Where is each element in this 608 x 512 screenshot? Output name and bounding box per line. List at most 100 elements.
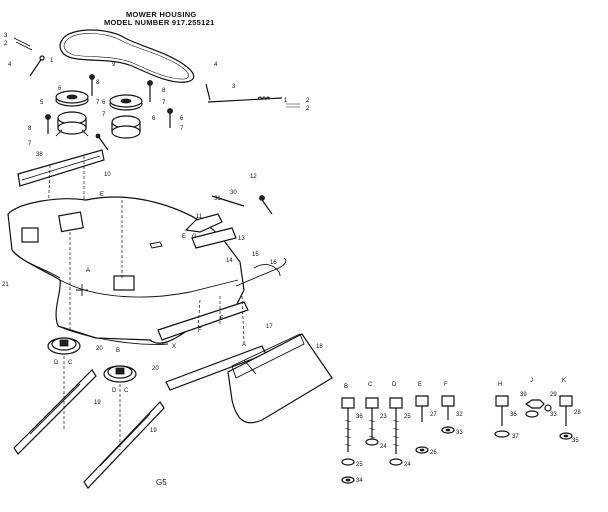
svg-text:A: A (242, 342, 246, 348)
mower-deck: 21 A (2, 196, 245, 345)
svg-text:33: 33 (550, 412, 557, 418)
svg-text:6: 6 (102, 100, 106, 106)
svg-text:32: 32 (456, 412, 463, 418)
svg-text:36: 36 (510, 412, 517, 418)
svg-text:20: 20 (96, 346, 103, 352)
svg-text:28: 28 (574, 410, 581, 416)
svg-text:25: 25 (356, 462, 363, 468)
right-spindle-assembly: 6 7 6 (102, 94, 156, 139)
svg-text:3: 3 (232, 84, 236, 90)
svg-text:F: F (198, 328, 202, 334)
svg-text:7: 7 (102, 112, 106, 118)
svg-text:11: 11 (196, 214, 203, 220)
blade-adapters: 20 20 D C D C B X (47, 337, 176, 394)
svg-text:2: 2 (4, 41, 8, 47)
bolt-d (389, 397, 403, 454)
svg-text:F: F (220, 316, 224, 322)
diagram-title: MOWER HOUSING (126, 10, 197, 19)
svg-text:18: 18 (316, 344, 323, 350)
svg-text:23: 23 (380, 414, 387, 420)
svg-text:12: 12 (250, 174, 257, 180)
mower-blades: 19 19 (13, 356, 165, 489)
model-number: MODEL NUMBER 917.255121 (104, 18, 215, 27)
svg-text:X: X (172, 344, 176, 350)
svg-text:10: 10 (104, 172, 111, 178)
nut-j (524, 399, 545, 409)
baffle-bracket (17, 149, 105, 221)
svg-text:7: 7 (96, 100, 100, 106)
svg-text:3: 3 (4, 33, 8, 39)
svg-text:36: 36 (356, 414, 363, 420)
svg-text:35: 35 (572, 438, 579, 444)
bolt-e (415, 395, 429, 422)
svg-text:7: 7 (28, 141, 32, 147)
svg-text:6: 6 (152, 116, 156, 122)
bolt-f (441, 395, 455, 420)
drive-belt (59, 29, 195, 83)
svg-text:13: 13 (238, 236, 245, 242)
svg-text:4: 4 (8, 62, 12, 68)
bolt-b (341, 397, 355, 452)
svg-text:H: H (498, 382, 502, 388)
svg-text:D: D (112, 388, 117, 394)
svg-text:F: F (444, 382, 448, 388)
svg-text:E: E (100, 192, 104, 198)
svg-text:2: 2 (306, 98, 310, 104)
svg-text:39: 39 (520, 392, 527, 398)
svg-text:20: 20 (152, 366, 159, 372)
svg-text:D: D (392, 382, 397, 388)
bolt-c (365, 397, 379, 444)
belt-guide-rod: 4 3 1 2 2 (205, 62, 310, 112)
svg-text:G: G (192, 234, 197, 240)
svg-text:D: D (54, 360, 59, 366)
svg-text:29: 29 (550, 392, 557, 398)
svg-text:14: 14 (226, 258, 233, 264)
svg-text:37: 37 (512, 434, 519, 440)
svg-text:16: 16 (270, 260, 277, 266)
svg-text:1: 1 (284, 98, 288, 104)
svg-text:33: 33 (456, 430, 463, 436)
svg-text:25: 25 (404, 414, 411, 420)
svg-text:K: K (562, 378, 566, 384)
svg-text:B: B (344, 384, 348, 390)
svg-text:19: 19 (150, 428, 157, 434)
svg-text:8: 8 (162, 88, 166, 94)
svg-text:24: 24 (404, 462, 411, 468)
hardware-callouts: B C D E F H J K 36 23 25 27 32 36 39 28 … (344, 378, 581, 484)
bolt-k (559, 395, 573, 426)
svg-text:21: 21 (2, 282, 9, 288)
svg-text:C: C (68, 360, 73, 366)
svg-text:B: B (116, 348, 120, 354)
svg-text:34: 34 (356, 478, 363, 484)
svg-text:7: 7 (180, 126, 184, 132)
svg-text:7: 7 (162, 100, 166, 106)
svg-text:6: 6 (58, 86, 62, 92)
discharge-chute: 18 (227, 333, 333, 424)
svg-text:17: 17 (266, 324, 273, 330)
svg-text:C: C (368, 382, 373, 388)
svg-text:15: 15 (252, 252, 259, 258)
svg-text:24: 24 (380, 444, 387, 450)
svg-text:E: E (182, 234, 186, 240)
bolt-h (495, 395, 509, 426)
pulley-bolts: 87 87 87 67 9 38 (28, 62, 184, 158)
svg-text:26: 26 (430, 450, 437, 456)
svg-text:19: 19 (94, 400, 101, 406)
svg-text:4: 4 (214, 62, 218, 68)
svg-text:C: C (124, 388, 129, 394)
svg-text:1: 1 (50, 58, 54, 64)
svg-text:2: 2 (306, 106, 310, 112)
svg-text:E: E (418, 382, 422, 388)
svg-text:27: 27 (430, 412, 437, 418)
left-spindle-assembly: 5 6 (40, 86, 89, 137)
svg-text:J: J (530, 378, 533, 384)
page-number: G5 (156, 478, 167, 487)
svg-text:31: 31 (214, 196, 221, 202)
svg-text:38: 38 (36, 152, 43, 158)
svg-text:6: 6 (180, 116, 184, 122)
top-left-hardware: 3 2 4 1 (4, 33, 54, 77)
svg-text:9: 9 (112, 62, 116, 68)
svg-text:A: A (86, 268, 90, 274)
